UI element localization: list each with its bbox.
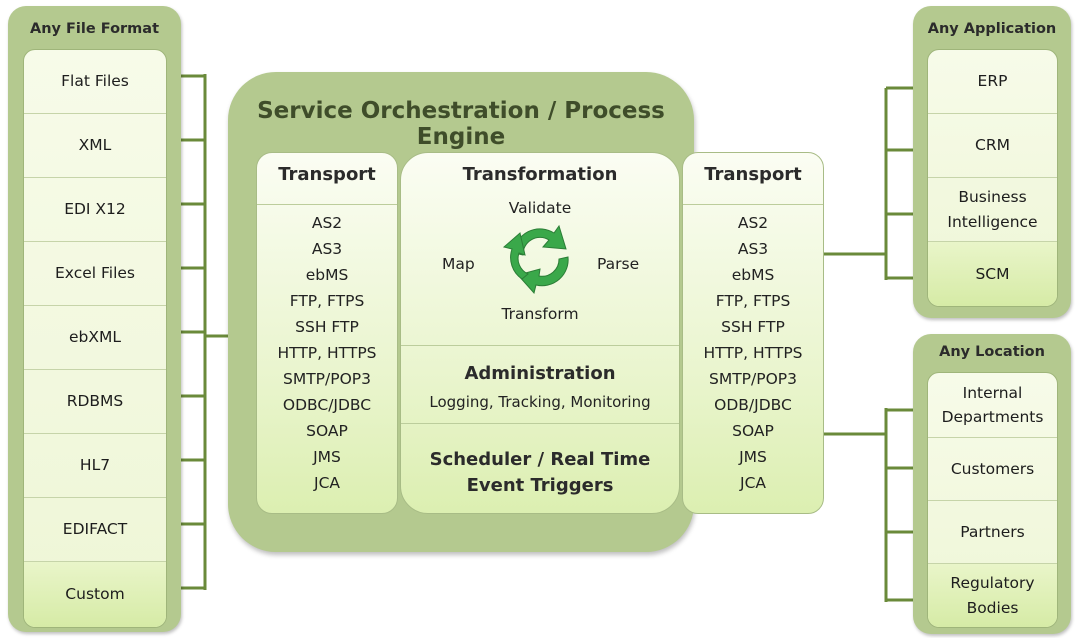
protocol-item: AS3 (311, 240, 343, 258)
divider (401, 423, 679, 424)
administration-detail: Logging, Tracking, Monitoring (429, 393, 651, 411)
protocol-item: SSH FTP (295, 318, 359, 336)
list-item-business-intelligence: Business Intelligence (928, 178, 1057, 242)
item-line: Departments (941, 408, 1044, 426)
protocol-item: SMTP/POP3 (282, 370, 371, 388)
scheduler-line-2: Event Triggers (466, 475, 614, 496)
protocol-item: FTP, FTPS (715, 292, 791, 310)
protocol-item: AS2 (737, 214, 769, 232)
map-label: Map (442, 255, 475, 273)
file-format-title: Any File Format (29, 21, 160, 37)
cycle-arrows-icon (502, 224, 569, 295)
list-item-edifact: EDIFACT (24, 498, 166, 562)
list-item-rdbms: RDBMS (24, 370, 166, 434)
protocol-item: ebMS (731, 266, 775, 284)
protocol-item: ODB/JDBC (714, 396, 792, 414)
transport-right: Transport AS2 AS3 ebMS FTP, FTPS SSH FTP… (682, 152, 824, 514)
location-title: Any Location (939, 344, 1045, 360)
list-item-customers: Customers (928, 438, 1057, 501)
scheduler-line-1: Scheduler / Real Time (429, 449, 651, 470)
protocol-item: JMS (313, 448, 341, 466)
transform-label: Transform (501, 305, 579, 323)
protocol-item: SOAP (732, 422, 774, 440)
list-item-hl7: HL7 (24, 434, 166, 498)
item-line: CRM (975, 136, 1010, 155)
protocol-item: JCA (314, 474, 340, 492)
application-panel: Any Application ERP CRM Business Intelli… (913, 6, 1071, 318)
protocol-item: AS3 (737, 240, 769, 258)
protocol-item: SSH FTP (721, 318, 785, 336)
list-item-partners: Partners (928, 501, 1057, 564)
transport-right-header: Transport (704, 164, 802, 185)
divider (257, 204, 397, 205)
protocol-item: JMS (739, 448, 767, 466)
location-list: Internal Departments Customers Partners … (927, 372, 1058, 628)
list-item-scm: SCM (928, 242, 1057, 306)
list-item-crm: CRM (928, 114, 1057, 178)
list-item-regulatory-bodies: Regulatory Bodies (928, 564, 1057, 627)
protocol-item: HTTP, HTTPS (703, 344, 803, 362)
item-line: Internal (962, 383, 1023, 402)
application-title: Any Application (927, 21, 1057, 37)
transport-left-header: Transport (278, 164, 376, 185)
protocol-item: SOAP (306, 422, 348, 440)
list-item-excel-files: Excel Files (24, 242, 166, 306)
item-line: Customers (950, 459, 1035, 478)
list-item-custom: Custom (24, 562, 166, 627)
item-line: Regulatory (950, 574, 1035, 593)
protocol-item: FTP, FTPS (289, 292, 365, 310)
protocol-item: AS2 (311, 214, 343, 232)
validate-label: Validate (508, 199, 572, 217)
item-line: Bodies (966, 598, 1019, 617)
item-line: ERP (977, 72, 1008, 91)
transformation-header: Transformation (462, 164, 618, 185)
protocol-item: ODBC/JDBC (282, 396, 372, 414)
list-item-internal-departments: Internal Departments (928, 373, 1057, 438)
file-format-list: Flat Files XML EDI X12 Excel Files ebXML… (23, 49, 167, 628)
protocol-item: HTTP, HTTPS (277, 344, 377, 362)
divider (401, 345, 679, 346)
divider (683, 204, 823, 205)
list-item-xml: XML (24, 114, 166, 178)
application-list: ERP CRM Business Intelligence SCM (927, 49, 1058, 307)
item-line: Business (958, 188, 1027, 207)
protocol-item: ebMS (305, 266, 349, 284)
item-line: Partners (960, 522, 1025, 541)
protocol-item: JCA (740, 474, 766, 492)
list-item-edi-x12: EDI X12 (24, 178, 166, 242)
list-item-ebxml: ebXML (24, 306, 166, 370)
engine-title: Service Orchestration / Process Engine (257, 98, 665, 150)
list-item-erp: ERP (928, 50, 1057, 114)
list-item-flat-files: Flat Files (24, 50, 166, 114)
transport-left: Transport AS2 AS3 ebMS FTP, FTPS SSH FTP… (256, 152, 398, 514)
item-line: Intelligence (947, 212, 1038, 231)
protocol-item: SMTP/POP3 (708, 370, 797, 388)
location-panel: Any Location Internal Departments Custom… (913, 334, 1071, 634)
center-column: Transformation Validate Map Parse Transf… (400, 152, 680, 514)
parse-label: Parse (597, 255, 640, 273)
item-line: SCM (975, 264, 1010, 283)
file-format-panel: Any File Format Flat Files XML EDI X12 E… (8, 6, 181, 632)
administration-header: Administration (464, 363, 616, 384)
